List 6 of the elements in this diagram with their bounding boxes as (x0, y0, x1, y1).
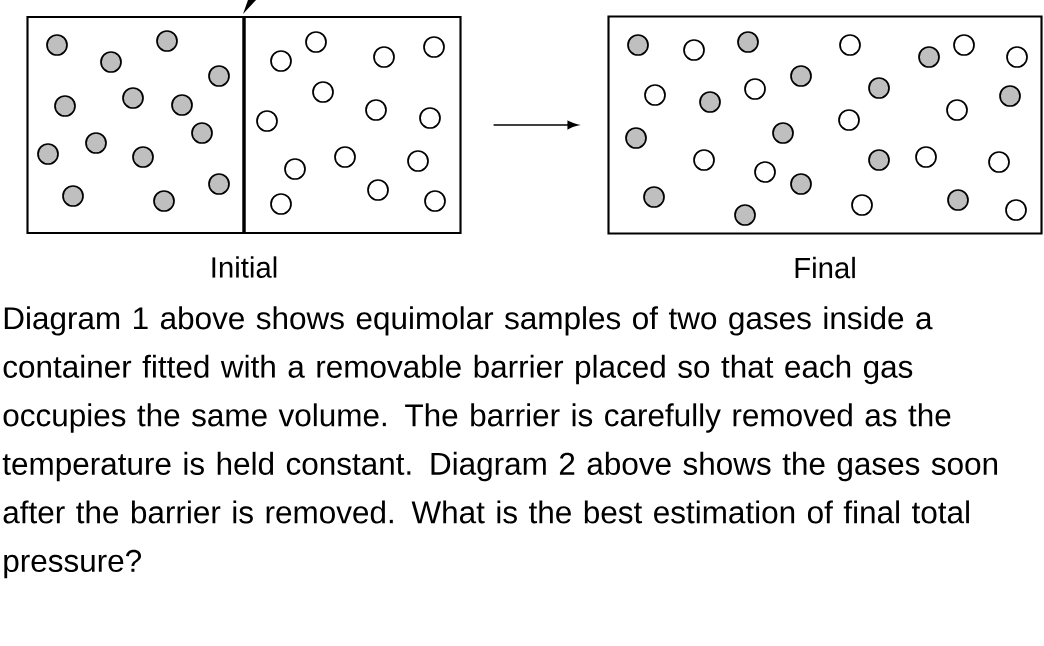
container-box: Initial (26, 15, 462, 278)
arrow (492, 120, 578, 130)
question-text: Diagram 1 above shows equimolar samples of two gases inside a container fitted with a removable barrier placed so that each gas occupies the same volume. The barrier is carefully removed as the temperature is held constant. Diagram 2 above shows the gases soon after the barrier is removed. What is the best estimation of final total pressure? (2, 306, 998, 579)
node-label: Final (795, 256, 855, 279)
container-box: Final (607, 15, 1043, 279)
node-label: Initial (212, 256, 277, 278)
